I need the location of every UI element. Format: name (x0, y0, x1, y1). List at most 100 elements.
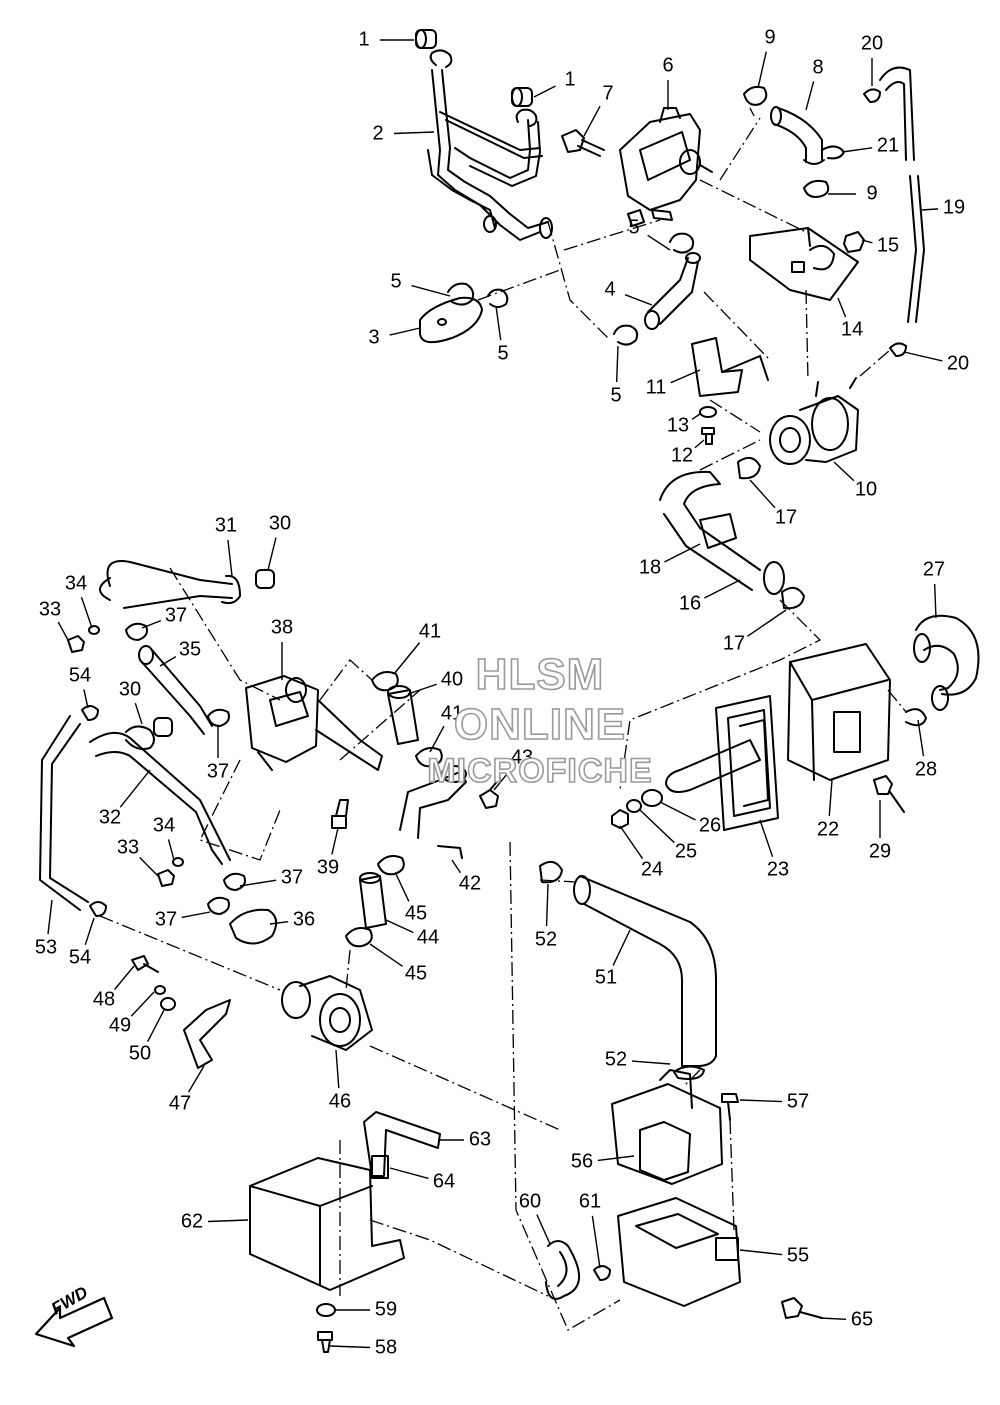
part-65-bolt (781, 1297, 823, 1319)
part-label: 52 (605, 1048, 627, 1070)
part-33-bolts (67, 635, 175, 887)
part-label: 10 (855, 478, 877, 500)
part-40-hose (387, 685, 419, 745)
part-label: 20 (861, 32, 883, 54)
part-label: 50 (129, 1042, 151, 1064)
part-21-clip (821, 145, 845, 160)
leader-line (670, 369, 701, 384)
part-29-bolt (873, 775, 905, 813)
ref-line-k (699, 439, 761, 471)
part-47-bracket (183, 999, 231, 1069)
leader-line (691, 413, 701, 420)
part-label: 64 (433, 1170, 455, 1192)
part-4-hose (644, 252, 701, 330)
leader-line (187, 1065, 205, 1093)
part-label: 40 (441, 668, 463, 690)
part-19-long-hose (907, 175, 925, 323)
part-22-filter-case (787, 643, 891, 781)
part-label: 51 (595, 966, 617, 988)
part-1-collar-a (415, 29, 437, 49)
ref-line-i (709, 399, 761, 433)
leader-line (139, 857, 159, 877)
ref-line-t (369, 1045, 561, 1131)
part-50-washer (160, 997, 176, 1011)
part-52-clip-b (673, 1065, 705, 1080)
leader-line (47, 899, 53, 935)
leader-line (647, 234, 671, 251)
leader-line (80, 596, 93, 629)
leader-line (837, 297, 847, 318)
part-25-washer (626, 799, 642, 813)
part-label: 45 (405, 902, 427, 924)
ref-line-e (719, 117, 761, 181)
leader-line (119, 769, 151, 808)
part-8-elbow-hose (770, 106, 825, 165)
part-label: 41 (441, 702, 463, 724)
leader-line (694, 439, 705, 449)
part-13-washer (699, 406, 717, 418)
part-label: 38 (271, 616, 293, 638)
part-label: 30 (119, 678, 141, 700)
leader-line (583, 105, 601, 137)
part-label: 42 (459, 872, 481, 894)
part-label: 1 (564, 68, 575, 90)
part-label: 56 (571, 1150, 593, 1172)
part-label: 48 (93, 988, 115, 1010)
part-label: 33 (39, 598, 61, 620)
part-label: 41 (419, 620, 441, 642)
ref-line-c (563, 219, 661, 251)
part-36-elbow (229, 908, 278, 945)
part-7-bolt (561, 129, 605, 157)
leader-line (159, 655, 177, 667)
part-label: 17 (723, 632, 745, 654)
ref-line-p (339, 689, 421, 761)
ref-line-y (539, 879, 577, 883)
part-label: 26 (699, 814, 721, 836)
leader-line (536, 1214, 551, 1245)
leader-line (591, 1215, 601, 1269)
part-label: 24 (641, 858, 663, 880)
part-label: 37 (281, 866, 303, 888)
leader-line (385, 919, 414, 934)
part-label: 62 (181, 1210, 203, 1232)
part-42-pipe (399, 765, 467, 859)
leader-line (227, 539, 233, 577)
part-63-bracket (363, 1111, 441, 1177)
leader-line (130, 991, 155, 1017)
leader-line (269, 920, 289, 925)
leader-line (615, 345, 619, 383)
leader-line (493, 768, 513, 791)
leader-line (704, 579, 741, 599)
ref-line-l (619, 599, 822, 791)
leader-line (83, 689, 89, 709)
leader-line (389, 327, 421, 336)
leader-line (933, 583, 937, 619)
part-label: 32 (99, 806, 121, 828)
ref-line-g (749, 107, 755, 117)
ref-line-w (729, 1119, 735, 1231)
part-5-clamps (447, 232, 695, 346)
leader-line (393, 131, 435, 135)
leader-line (921, 208, 939, 211)
leader-line (114, 965, 135, 990)
part-label: 61 (579, 1190, 601, 1212)
part-26-pipe (665, 739, 761, 793)
part-label: 34 (153, 814, 175, 836)
part-label: 57 (787, 1090, 809, 1112)
part-64-pad (371, 1155, 389, 1179)
ref-line-h (703, 291, 771, 361)
part-label: 31 (215, 514, 237, 536)
part-label: 54 (69, 664, 91, 686)
part-58-screw (317, 1331, 333, 1353)
part-label: 12 (671, 444, 693, 466)
part-37-clamps (125, 622, 246, 915)
leader-line (207, 1219, 249, 1223)
part-label: 17 (775, 506, 797, 528)
leader-line (833, 461, 855, 482)
part-16-large-hose (659, 470, 785, 595)
part-label: 22 (817, 818, 839, 840)
part-label: 14 (841, 318, 863, 340)
part-24-nut (611, 809, 629, 829)
part-17-clip-a (737, 456, 761, 480)
part-15-nut (843, 231, 865, 253)
